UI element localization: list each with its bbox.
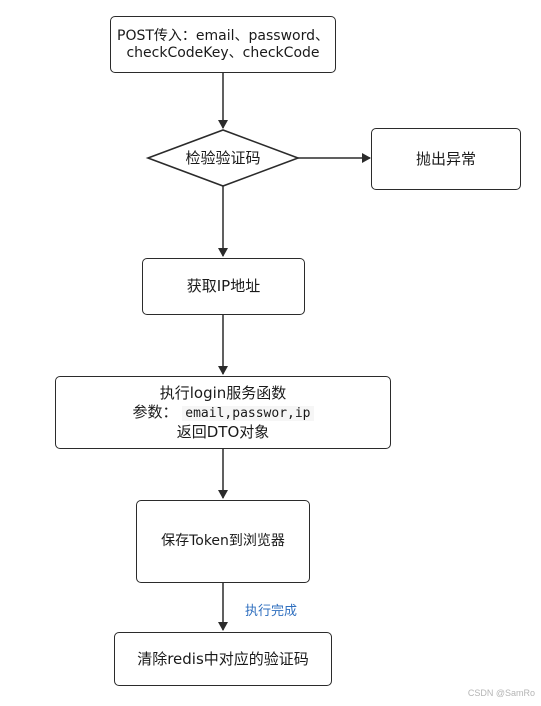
exec-login-node: 执行login服务函数 参数： email,passwor,ip 返回DTO对象 [55,376,391,449]
clear-redis-label: 清除redis中对应的验证码 [137,649,309,668]
post-input-line1: POST传入：email、password、 [117,27,329,44]
params-value: email,passwor,ip [182,405,314,421]
exec-login-params: 参数： email,passwor,ip [132,402,314,423]
exec-login-line3: 返回DTO对象 [176,422,270,441]
post-input-node: POST传入：email、password、 checkCodeKey、chec… [110,16,336,73]
save-token-label: 保存Token到浏览器 [161,533,285,549]
clear-redis-node: 清除redis中对应的验证码 [114,632,332,686]
throw-exception-node: 抛出异常 [371,128,521,190]
get-ip-node: 获取IP地址 [142,258,305,315]
throw-exception-label: 抛出异常 [415,149,476,168]
get-ip-label: 获取IP地址 [186,277,261,295]
save-token-node: 保存Token到浏览器 [136,500,310,583]
params-label: 参数： [132,402,178,421]
verify-code-label: 检验验证码 [185,149,261,167]
exec-login-line1: 执行login服务函数 [159,383,287,402]
watermark: CSDN @SamRo [467,688,535,698]
complete-edge-label: 执行完成 [245,604,298,619]
post-input-line2: checkCodeKey、checkCode [126,44,320,61]
